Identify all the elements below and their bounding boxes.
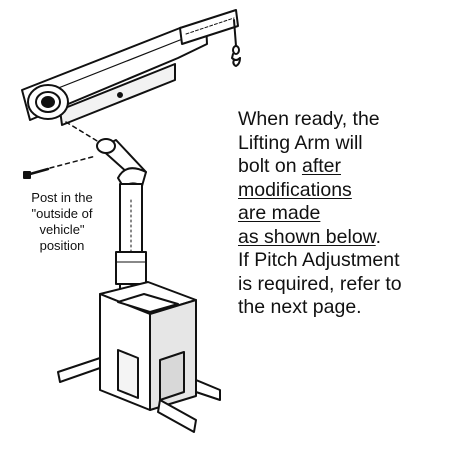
note-line-3: bolt on after: [238, 155, 453, 179]
note-line-6: as shown below.: [238, 226, 453, 250]
assembly-guide-line: [65, 121, 113, 151]
lifting-arm: [21, 21, 208, 126]
note-after-underlined: after: [301, 155, 341, 177]
note-line-5: are made: [238, 202, 321, 224]
callout-line-4: position: [39, 238, 85, 253]
hook-chain: [231, 19, 241, 67]
note-as-shown-below-underlined: as shown below: [238, 225, 376, 248]
note-line-7: If Pitch Adjustment: [238, 249, 400, 271]
base-housing: [99, 281, 197, 411]
arm-extension: [179, 9, 239, 45]
post-elbow: [96, 138, 147, 189]
callout-line-2: "outside of: [31, 206, 93, 221]
note-line-9: the next page.: [238, 296, 362, 318]
bolt: [23, 155, 97, 179]
note-line-2: Lifting Arm will: [238, 131, 363, 154]
note-line-1: When ready, the: [238, 108, 380, 130]
instruction-note: When ready, the Lifting Arm will bolt on…: [238, 108, 453, 320]
vertical-post: [115, 183, 147, 295]
callout-line-1: Post in the: [31, 190, 93, 205]
note-line-6-tail: .: [375, 225, 382, 248]
note-line-8: is required, refer to: [238, 272, 402, 295]
base-legs: [57, 357, 221, 433]
note-line-4: modifications: [238, 178, 352, 201]
callout-line-3: vehicle": [39, 222, 85, 237]
note-line-3-plain: bolt on: [238, 155, 302, 177]
post-position-callout: Post in the "outside of vehicle" positio…: [14, 190, 110, 254]
